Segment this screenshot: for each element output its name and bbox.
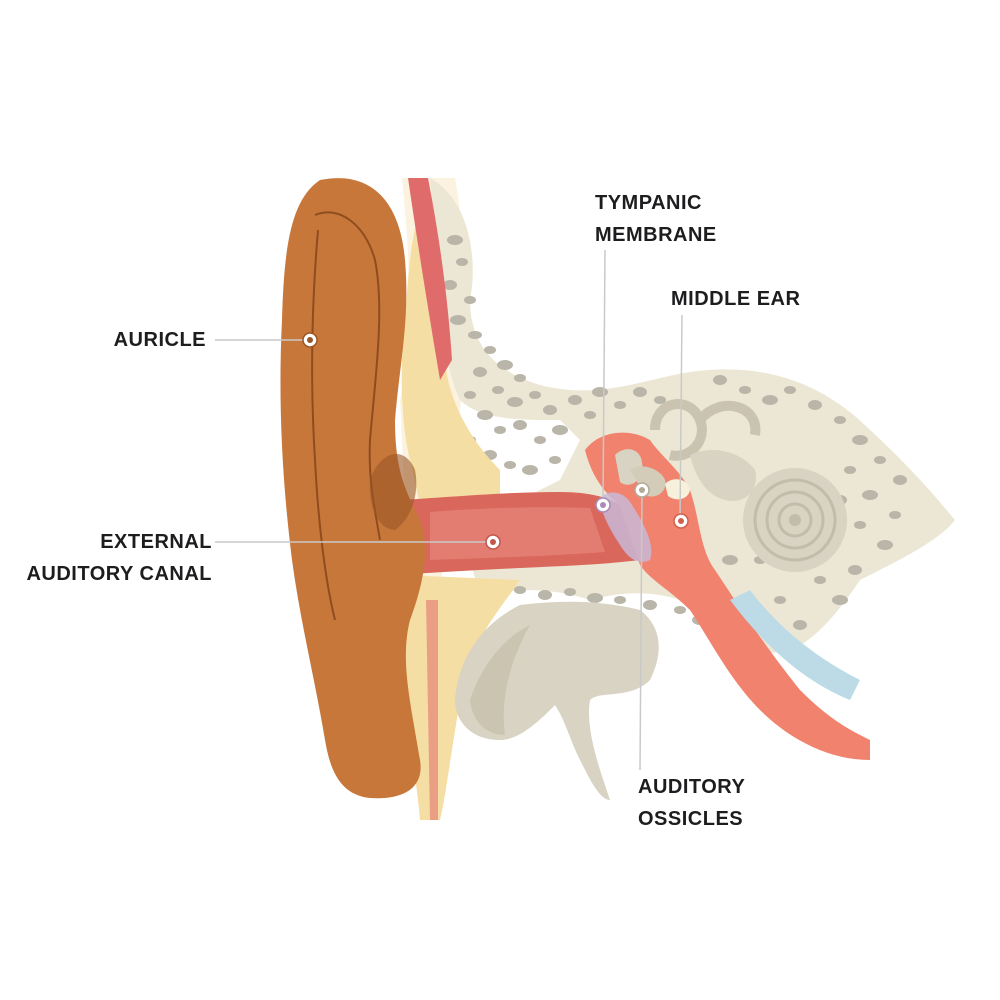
bone-dot bbox=[877, 540, 893, 550]
bone-dot bbox=[543, 405, 557, 415]
bone-dot bbox=[477, 410, 493, 420]
auricle-shape bbox=[280, 178, 426, 799]
bone-dot bbox=[739, 386, 751, 394]
marker-tympanic bbox=[595, 497, 611, 513]
label-middle-ear-line-1: MIDDLE EAR bbox=[671, 288, 801, 310]
bone-dot bbox=[587, 593, 603, 603]
bone-dot bbox=[654, 396, 666, 404]
muscle-strip-lower bbox=[426, 600, 438, 820]
bone-dot bbox=[443, 280, 457, 290]
bone-dot bbox=[504, 461, 516, 469]
bone-dot bbox=[514, 374, 526, 382]
bone-dot bbox=[514, 586, 526, 594]
bone-dot bbox=[844, 466, 856, 474]
marker-auricle bbox=[302, 332, 318, 348]
label-ossicles-line-1: AUDITORY bbox=[638, 776, 746, 798]
label-canal-line-2: AUDITORY CANAL bbox=[26, 563, 212, 585]
bone-dot bbox=[614, 401, 626, 409]
marker-dots bbox=[302, 332, 689, 550]
bone-dot bbox=[643, 600, 657, 610]
bone-dot bbox=[774, 596, 786, 604]
bone-dot bbox=[497, 360, 513, 370]
ossicles-shapes bbox=[615, 449, 690, 500]
vestibule bbox=[690, 450, 756, 501]
bone-dot bbox=[549, 456, 561, 464]
bone-dot bbox=[552, 425, 568, 435]
bone-dot bbox=[854, 521, 866, 529]
bone-dot bbox=[862, 490, 878, 500]
bone-dot bbox=[893, 475, 907, 485]
middle-ear-cavity bbox=[585, 432, 870, 760]
bone-dot bbox=[722, 555, 738, 565]
auricle-fold-line-2 bbox=[311, 229, 336, 621]
marker-ossicles bbox=[634, 482, 650, 498]
mandible-shadow bbox=[470, 625, 530, 735]
bone-dot bbox=[889, 511, 901, 519]
bone-dot bbox=[538, 590, 552, 600]
bone-dot bbox=[793, 620, 807, 630]
leader-lines bbox=[215, 249, 683, 771]
semicircular-canals bbox=[650, 399, 761, 461]
bone-dot bbox=[814, 576, 826, 584]
canal-highlight bbox=[430, 507, 605, 560]
bone-dot bbox=[592, 387, 608, 397]
bone-dot bbox=[529, 391, 541, 399]
label-external-auditory-canal: EXTERNAL AUDITORY CANAL bbox=[26, 526, 212, 590]
bone-dot bbox=[464, 296, 476, 304]
label-canal-line-1: EXTERNAL bbox=[100, 531, 212, 553]
tympanic-membrane-shape bbox=[600, 492, 652, 562]
bone-dot bbox=[848, 565, 862, 575]
bone-dot bbox=[456, 258, 468, 266]
bone-dot bbox=[784, 386, 796, 394]
bone-dot bbox=[568, 395, 582, 405]
label-middle-ear: MIDDLE EAR bbox=[671, 283, 800, 315]
bone-dot bbox=[564, 588, 576, 596]
marker-canal bbox=[485, 534, 501, 550]
bone-dot bbox=[507, 397, 523, 407]
label-tympanic-line-1: TYMPANIC bbox=[595, 192, 702, 214]
label-auricle-line-1: AURICLE bbox=[113, 329, 206, 351]
bone-dot bbox=[614, 596, 626, 604]
label-auricle: AURICLE bbox=[114, 324, 206, 356]
bone-dot bbox=[464, 391, 476, 399]
marker-middle-ear bbox=[673, 513, 689, 529]
auricle-concha bbox=[369, 453, 417, 530]
bone-dot bbox=[633, 387, 647, 397]
bone-dot bbox=[468, 331, 482, 339]
bone-dot bbox=[447, 235, 463, 245]
bone-dot bbox=[450, 315, 466, 325]
label-ossicles-line-2: OSSICLES bbox=[638, 808, 744, 830]
label-auditory-ossicles: AUDITORY OSSICLES bbox=[638, 771, 745, 835]
bone-dot bbox=[674, 606, 686, 614]
muscle-strip bbox=[408, 178, 452, 380]
bone-dot bbox=[522, 465, 538, 475]
leader-ossicles bbox=[639, 491, 643, 771]
nerve-strip bbox=[730, 590, 860, 700]
label-tympanic-line-2: MEMBRANE bbox=[595, 224, 717, 246]
bone-dot bbox=[808, 400, 822, 410]
bone-dot bbox=[762, 395, 778, 405]
bone-dot bbox=[874, 456, 886, 464]
bone-dot bbox=[584, 411, 596, 419]
bone-dot bbox=[832, 595, 848, 605]
bone-dot bbox=[513, 420, 527, 430]
leader-middle-ear bbox=[679, 314, 683, 519]
bone-dot bbox=[484, 346, 496, 354]
bone-dot bbox=[494, 426, 506, 434]
bone-dot bbox=[713, 375, 727, 385]
label-tympanic-membrane: TYMPANIC MEMBRANE bbox=[595, 187, 717, 251]
bone-dot bbox=[492, 386, 504, 394]
leader-tympanic bbox=[602, 249, 606, 501]
bone-dot bbox=[834, 416, 846, 424]
cochlea bbox=[743, 468, 847, 572]
bone-dot bbox=[852, 435, 868, 445]
bone-dot bbox=[473, 367, 487, 377]
bone-dot bbox=[534, 436, 546, 444]
